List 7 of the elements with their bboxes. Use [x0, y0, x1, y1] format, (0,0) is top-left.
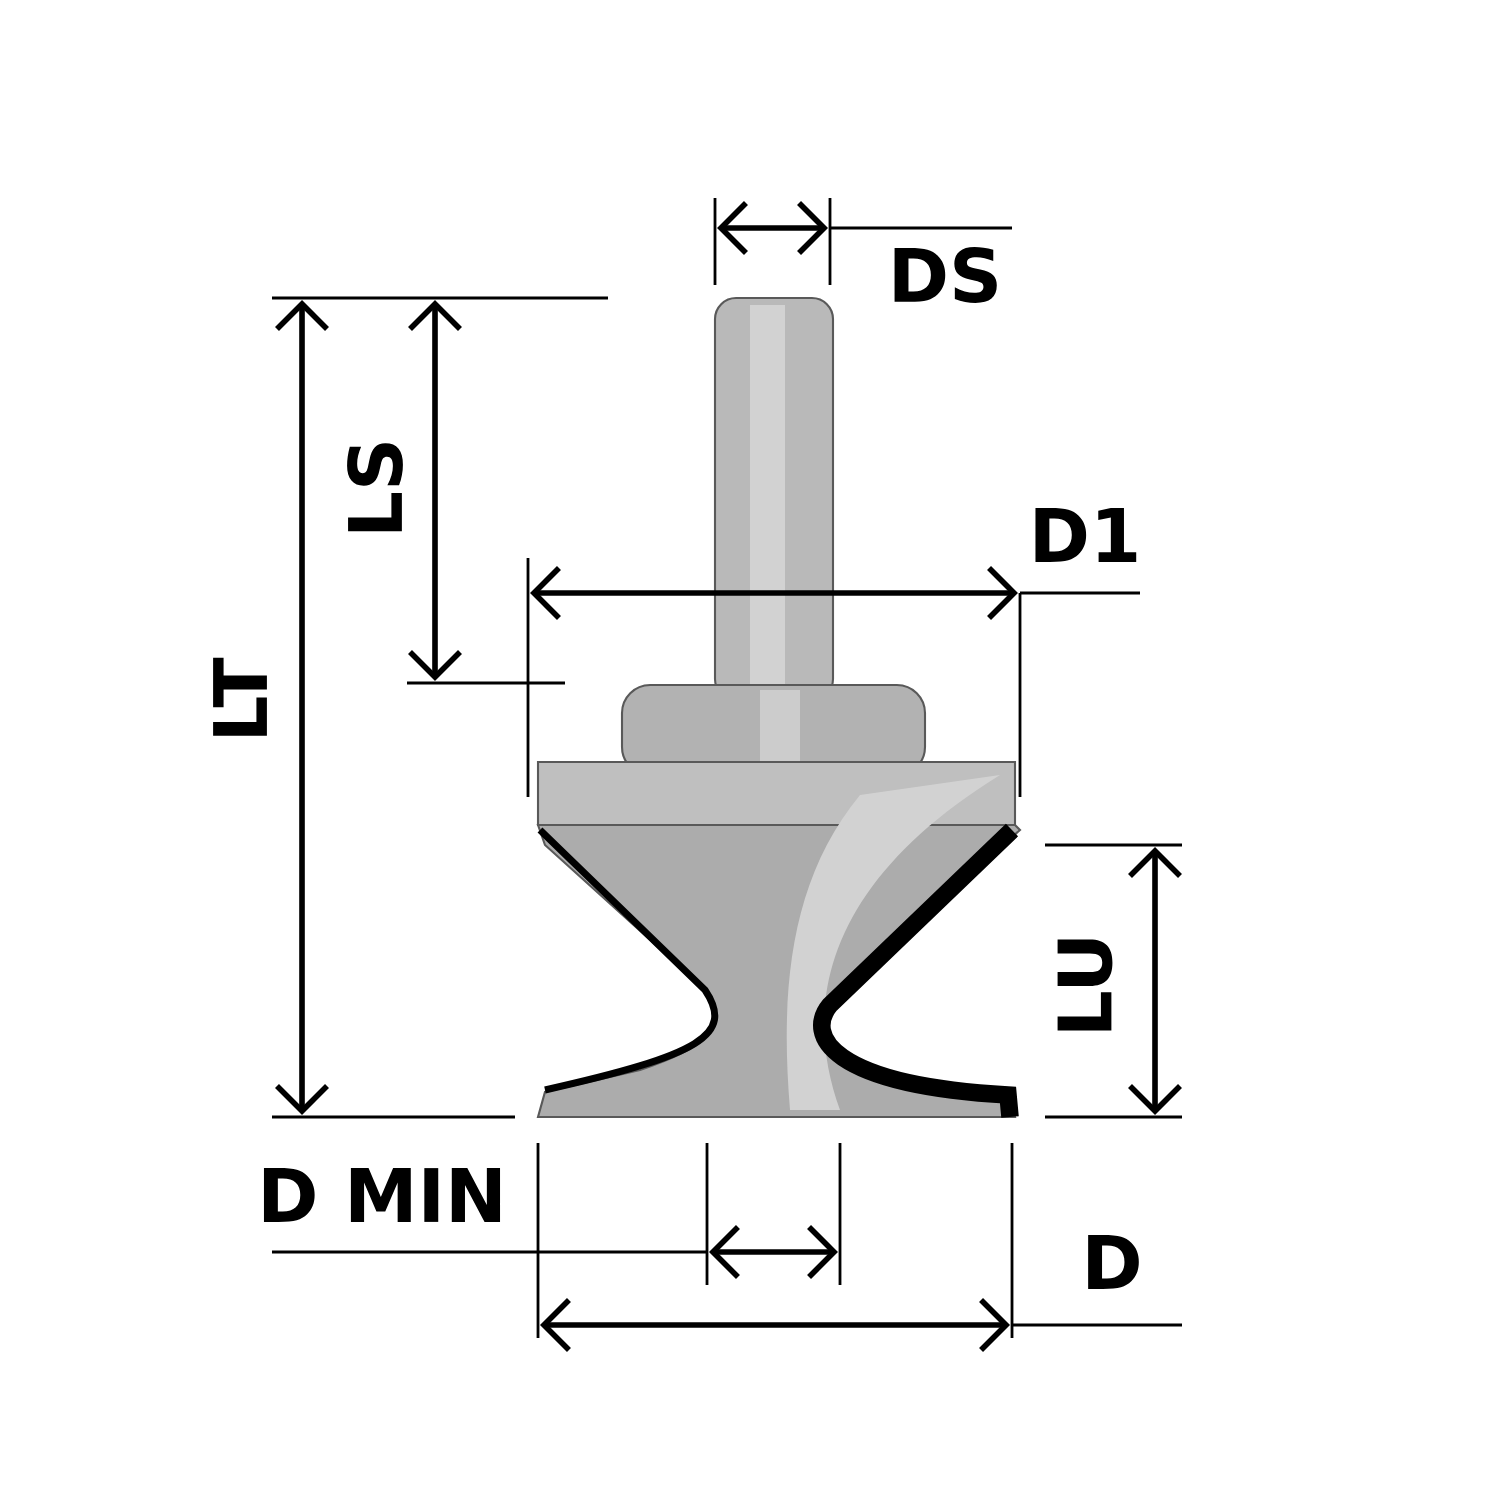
dimension-label: LT	[213, 657, 267, 736]
dimension-label: LS	[347, 443, 403, 532]
dimension-label: LU	[1057, 939, 1113, 1031]
dimension-label: DS	[894, 247, 997, 303]
dimension-label: D1	[1035, 508, 1137, 562]
dimension-label: D	[1088, 1235, 1139, 1289]
dimension-label: D MIN	[263, 1168, 501, 1222]
